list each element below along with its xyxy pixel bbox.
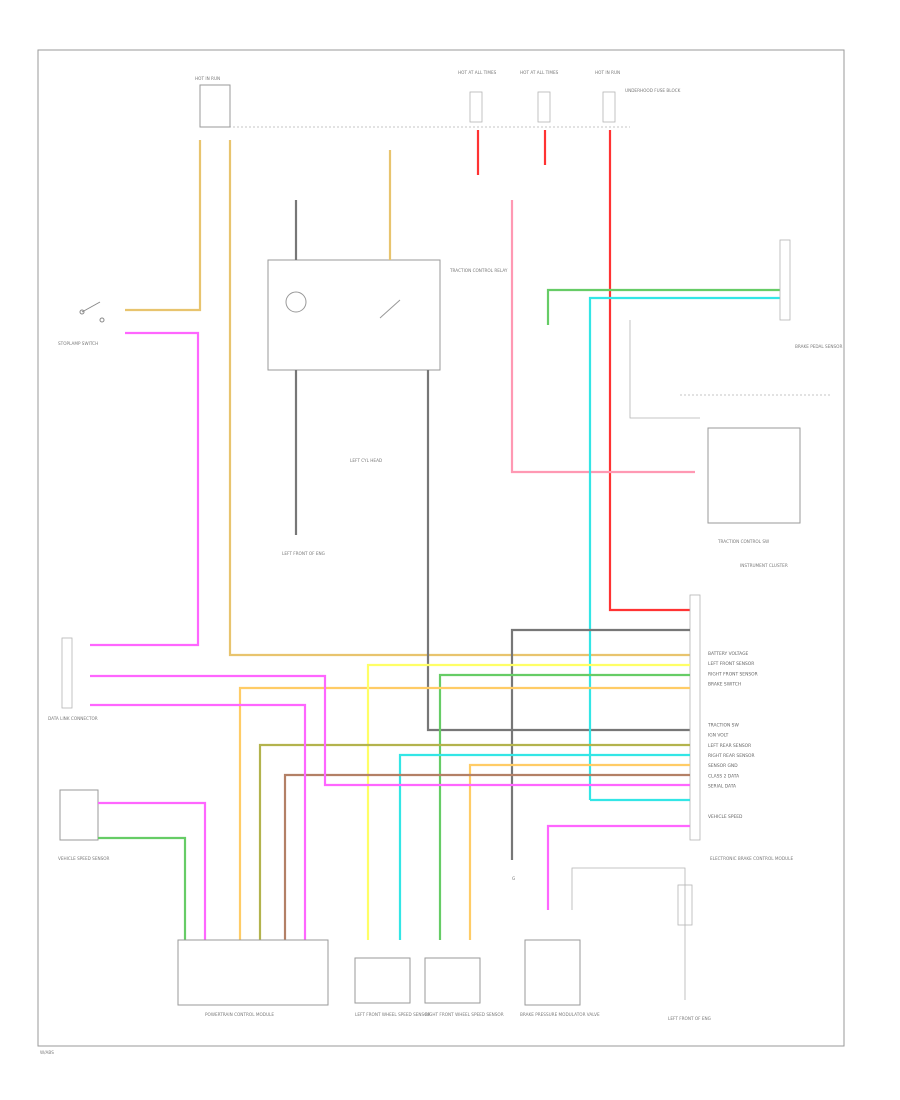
wire-pink-1: [90, 331, 200, 647]
ebcm-pin-label: BATTERY VOLTAGE: [708, 651, 748, 657]
rf-sensor-box: [424, 957, 481, 1004]
svg-text:STOPLAMP SWITCH: STOPLAMP SWITCH: [58, 341, 98, 346]
traction-control-switch: [707, 427, 801, 524]
wire-pink-4: [546, 824, 690, 910]
label-brake-sensor: BRAKE PEDAL SENSOR: [795, 344, 842, 349]
label-ground-mid: LEFT CYL HEAD: [350, 458, 382, 463]
wire-orange-1: [238, 686, 690, 940]
wire-green-3: [98, 836, 187, 940]
wire-pink-3: [90, 703, 307, 940]
stoplamp-switch: STOPLAMP SWITCH: [58, 301, 105, 346]
ebcm-pin-label: VEHICLE SPEED: [708, 814, 743, 820]
brake-pedal-sensor: [779, 239, 791, 321]
wire-cyan-1: [588, 296, 780, 800]
ebcm-pin-label: SENSOR GND: [708, 763, 738, 769]
lf-sensor-box: [354, 957, 411, 1004]
ebcm-pin-labels: BATTERY VOLTAGE LEFT FRONT SENSOR RIGHT FR…: [707, 651, 758, 820]
fuse-block-mid: [469, 91, 483, 123]
ebcm-pin-label: TRACTION SW: [707, 722, 739, 728]
vehicle-speed-sensor: [59, 789, 99, 841]
brake-pressure-box: [524, 939, 581, 1006]
wire-gray-5: [571, 867, 686, 1000]
fuse-block-left: [199, 84, 231, 128]
label-ground-left: LEFT FRONT OF ENG: [282, 551, 325, 556]
label-hot-run-left: HOT IN RUN: [195, 76, 220, 81]
wire-yellow: [366, 663, 690, 940]
label-hot-mid: HOT AT ALL TIMES: [458, 70, 497, 75]
wire-red-3: [608, 130, 690, 612]
ebcm-pin-label: BRAKE SWITCH: [708, 682, 741, 688]
relay-coil-icon: [285, 291, 307, 313]
label-brake-pressure: BRAKE PRESSURE MODULATOR VALVE: [520, 1012, 600, 1017]
ebcm-pin-label: LEFT REAR SENSOR: [708, 743, 751, 749]
wire-olive: [258, 743, 690, 940]
label-data-link: DATA LINK CONNECTOR: [48, 716, 98, 721]
wire-pink-2: [90, 674, 690, 787]
wire-brown: [283, 773, 690, 940]
label-ground-right: LEFT FRONT OF ENG: [668, 1016, 711, 1021]
label-ebcm: ELECTRONIC BRAKE CONTROL MODULE: [710, 856, 793, 861]
ebcm-pin-label: RIGHT FRONT SENSOR: [708, 671, 758, 677]
traction-relay-box: [267, 259, 441, 371]
wire-cyan-2: [398, 753, 690, 940]
label-fuse-block: UNDERHOOD FUSE BLOCK: [625, 88, 681, 93]
wire-tan-1: [125, 140, 202, 312]
wire-green-2: [438, 673, 690, 940]
ebcm-connector: [689, 594, 701, 841]
wire-tan-2: [228, 140, 690, 657]
label-hot-right2: HOT IN RUN: [595, 70, 620, 75]
ebcm-pin-label: RIGHT REAR SENSOR: [708, 753, 755, 759]
fuse-block-right2: [602, 91, 616, 123]
wire-gray-3: [426, 370, 690, 732]
connector-left: [61, 637, 73, 709]
diagram-frame: [37, 49, 845, 1047]
wire-orange-2: [468, 763, 690, 940]
label-relay: TRACTION CONTROL RELAY: [449, 268, 508, 273]
label-hot-right: HOT AT ALL TIMES: [520, 70, 559, 75]
wire-green-1: [546, 288, 780, 325]
ebcm-pin-label: IGN VOLT: [708, 733, 729, 739]
label-traction-sw: TRACTION CONTROL SW: [717, 539, 769, 544]
ebcm-pin-label: LEFT FRONT SENSOR: [708, 661, 754, 667]
relay-right-box: [677, 884, 693, 926]
wire-lightpink: [510, 200, 695, 474]
pcm-box: [177, 939, 329, 1006]
ebcm-pin-label: SERIAL DATA: [708, 784, 736, 790]
wire-gray-4: [510, 628, 690, 860]
label-rf-sensor: RIGHT FRONT WHEEL SPEED SENSOR: [425, 1012, 504, 1017]
label-footer: W/ABS: [40, 1050, 54, 1055]
label-pcm: POWERTRAIN CONTROL MODULE: [205, 1012, 274, 1017]
ebcm-pin-label: CLASS 2 DATA: [708, 773, 739, 779]
label-cluster: INSTRUMENT CLUSTER: [740, 563, 788, 568]
fuse-block-right: [537, 91, 551, 123]
label-connector-g: G: [512, 876, 515, 881]
label-lf-sensor: LEFT FRONT WHEEL SPEED SENSOR: [355, 1012, 431, 1017]
wire-pink-5: [98, 801, 207, 940]
label-yaw-sensor: VEHICLE SPEED SENSOR: [58, 856, 110, 861]
